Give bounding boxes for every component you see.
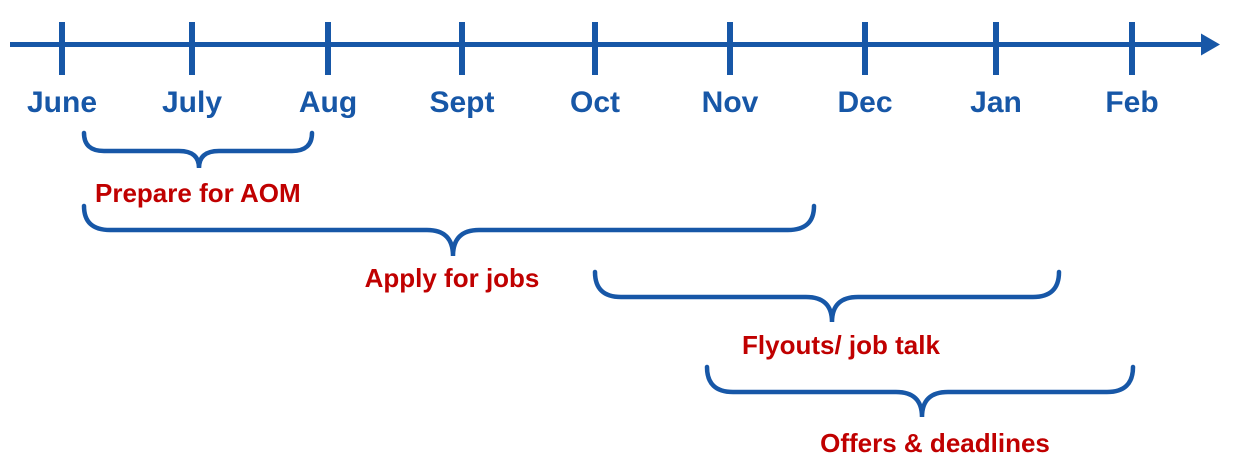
month-label-sept: Sept (429, 86, 495, 119)
brace-offers-deadlines (704, 364, 1136, 418)
phase-label-flyouts-job-talk: Flyouts/ job talk (742, 330, 940, 360)
month-label-dec: Dec (837, 86, 893, 119)
arrowhead-icon (1201, 33, 1220, 56)
month-label-jan: Jan (970, 86, 1022, 119)
brace-flyouts-job-talk (592, 269, 1062, 323)
month-label-july: July (161, 86, 223, 119)
brace-apply-for-jobs (81, 203, 817, 257)
phase-label-apply-for-jobs: Apply for jobs (364, 263, 540, 293)
month-label-nov: Nov (701, 86, 759, 119)
month-label-feb: Feb (1105, 86, 1159, 119)
month-label-june: June (26, 86, 98, 119)
phase-label-prepare-for-aom: Prepare for AOM (95, 178, 301, 208)
brace-prepare-for-aom (81, 130, 315, 169)
phase-label-offers-deadlines: Offers & deadlines (820, 428, 1050, 458)
month-label-aug: Aug (298, 86, 358, 119)
month-label-oct: Oct (569, 86, 621, 119)
